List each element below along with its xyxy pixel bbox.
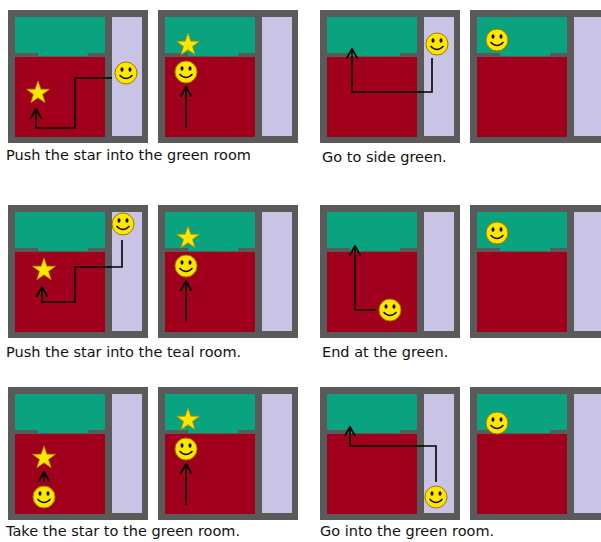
caption-text: Push the star into the teal room.: [6, 343, 241, 361]
path-arrows: [36, 50, 436, 505]
smileys: [33, 29, 508, 508]
caption-text: Go to side green.: [322, 148, 447, 166]
room-panels: [8, 10, 601, 520]
caption-text: Go into the green room.: [320, 522, 494, 540]
caption-text: Take the star to the green room.: [6, 522, 240, 540]
caption-text: End at the green.: [322, 343, 448, 361]
caption-text: Push the star into the green room: [6, 146, 251, 164]
stars: [27, 33, 200, 468]
